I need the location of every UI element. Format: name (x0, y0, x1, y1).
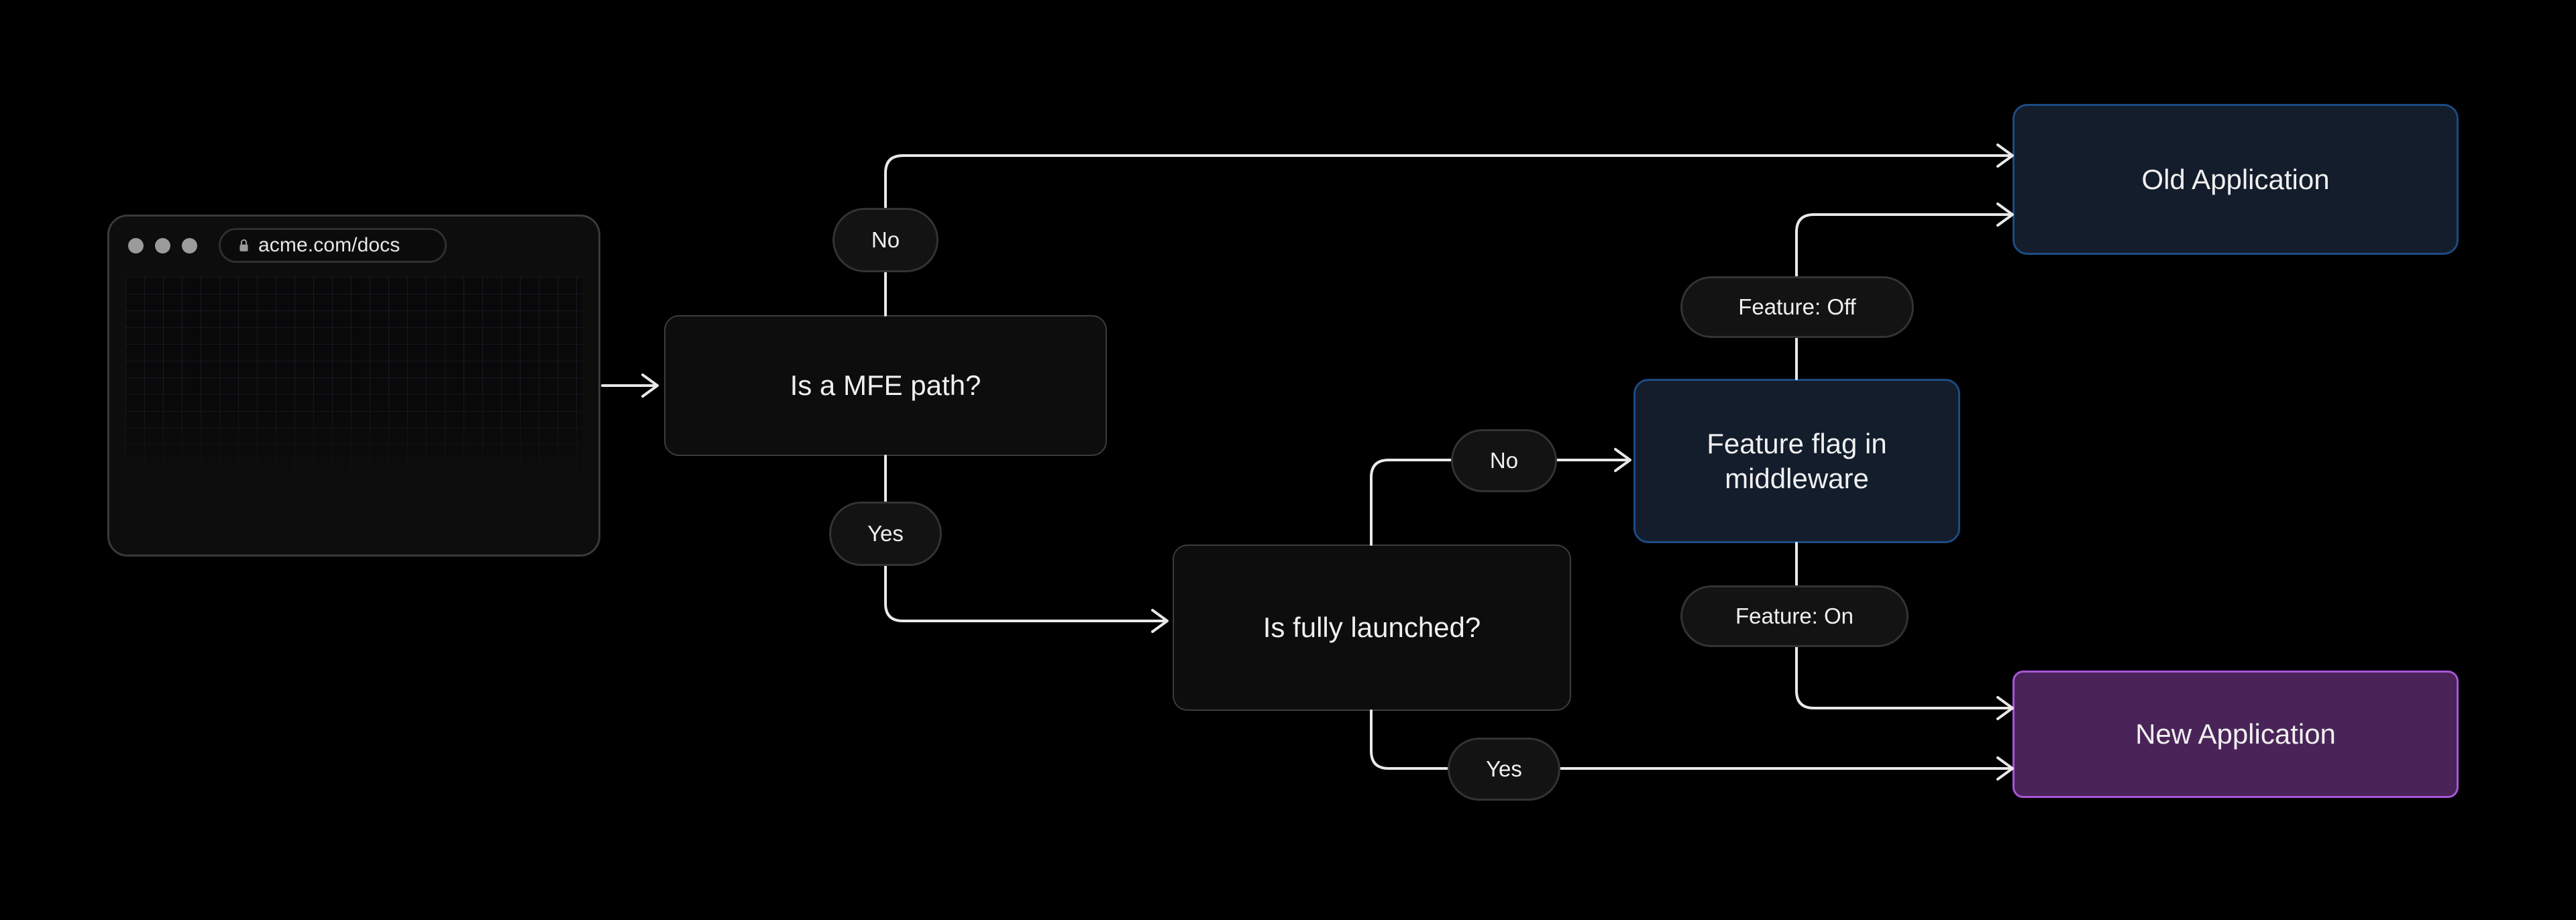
node-feature-flag-line1: Feature flag in (1707, 428, 1887, 460)
close-dot[interactable] (128, 237, 144, 253)
edge-label-launched-no[interactable]: No (1451, 429, 1557, 492)
node-old-application-label: Old Application (2141, 163, 2330, 195)
node-is-a-mfe-path-label: Is a MFE path? (790, 369, 981, 402)
arrowhead-flag-off-to-oldapp (1996, 203, 2014, 227)
node-new-application-label: New Application (2135, 718, 2336, 750)
edge-label-launched-no-text: No (1489, 448, 1519, 473)
edge-label-feature-on-text: Feature: On (1735, 603, 1854, 628)
edge-label-launched-yes[interactable]: Yes (1448, 738, 1560, 801)
arrowhead-launched-no-to-flag (1614, 448, 1631, 472)
edge-label-launched-yes-text: Yes (1486, 756, 1522, 781)
browser-page-grid (125, 277, 582, 545)
node-feature-flag-in-middleware[interactable]: Feature flag in middleware (1633, 379, 1960, 543)
arrowhead-browser-to-mfe (641, 373, 659, 398)
address-bar[interactable]: acme.com/docs (219, 228, 447, 263)
node-is-fully-launched[interactable]: Is fully launched? (1173, 544, 1571, 711)
lock-icon (238, 239, 250, 253)
edge-label-mfe-yes-text: Yes (867, 521, 904, 546)
edge-label-feature-off[interactable]: Feature: Off (1680, 276, 1914, 338)
minimize-dot[interactable] (155, 237, 170, 253)
browser-window-mock: acme.com/docs (107, 215, 600, 557)
edge-label-feature-on[interactable]: Feature: On (1680, 585, 1909, 647)
edge-label-feature-off-text: Feature: Off (1738, 294, 1856, 319)
node-old-application[interactable]: Old Application (2012, 104, 2459, 255)
maximize-dot[interactable] (182, 237, 197, 253)
arrowhead-mfe-yes-to-launched (1151, 609, 1169, 633)
arrowhead-mfe-no-to-oldapp (1996, 143, 2014, 168)
traffic-light-dots (128, 237, 197, 253)
edge-label-mfe-yes[interactable]: Yes (829, 502, 942, 566)
node-new-application[interactable]: New Application (2012, 671, 2459, 798)
browser-chrome: acme.com/docs (109, 217, 598, 274)
url-text: acme.com/docs (258, 234, 400, 256)
node-feature-flag-line2: middleware (1725, 462, 1869, 494)
arrowhead-launched-yes-to-newapp (1996, 756, 2014, 781)
edge-label-mfe-no-text: No (871, 227, 900, 252)
edge-label-mfe-no[interactable]: No (833, 208, 938, 272)
node-is-fully-launched-label: Is fully launched? (1263, 612, 1481, 644)
node-is-a-mfe-path[interactable]: Is a MFE path? (664, 315, 1107, 456)
arrowhead-flag-on-to-newapp (1996, 696, 2014, 720)
